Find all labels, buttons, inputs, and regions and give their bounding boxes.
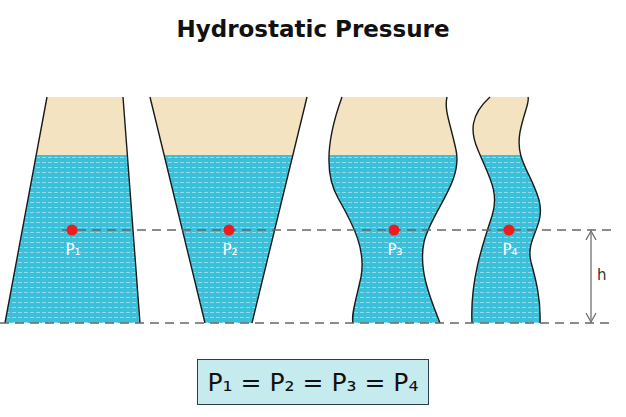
pressure-label: P₄: [502, 241, 517, 259]
container-fill: [5, 97, 540, 323]
height-arrow: [586, 231, 596, 322]
pressure-points: [67, 225, 515, 236]
equation-text: P₁ = P₂ = P₃ = P₄: [208, 368, 419, 397]
water: [5, 155, 540, 323]
container-walls: [5, 97, 540, 323]
reference-lines: [0, 230, 612, 323]
diagram-title: Hydrostatic Pressure: [0, 16, 626, 42]
equation-box: P₁ = P₂ = P₃ = P₄: [197, 359, 429, 405]
pressure-label: P₃: [387, 241, 402, 259]
height-label: h: [597, 266, 607, 284]
pressure-label: P₂: [222, 241, 237, 259]
pressure-label: P₁: [65, 241, 80, 259]
